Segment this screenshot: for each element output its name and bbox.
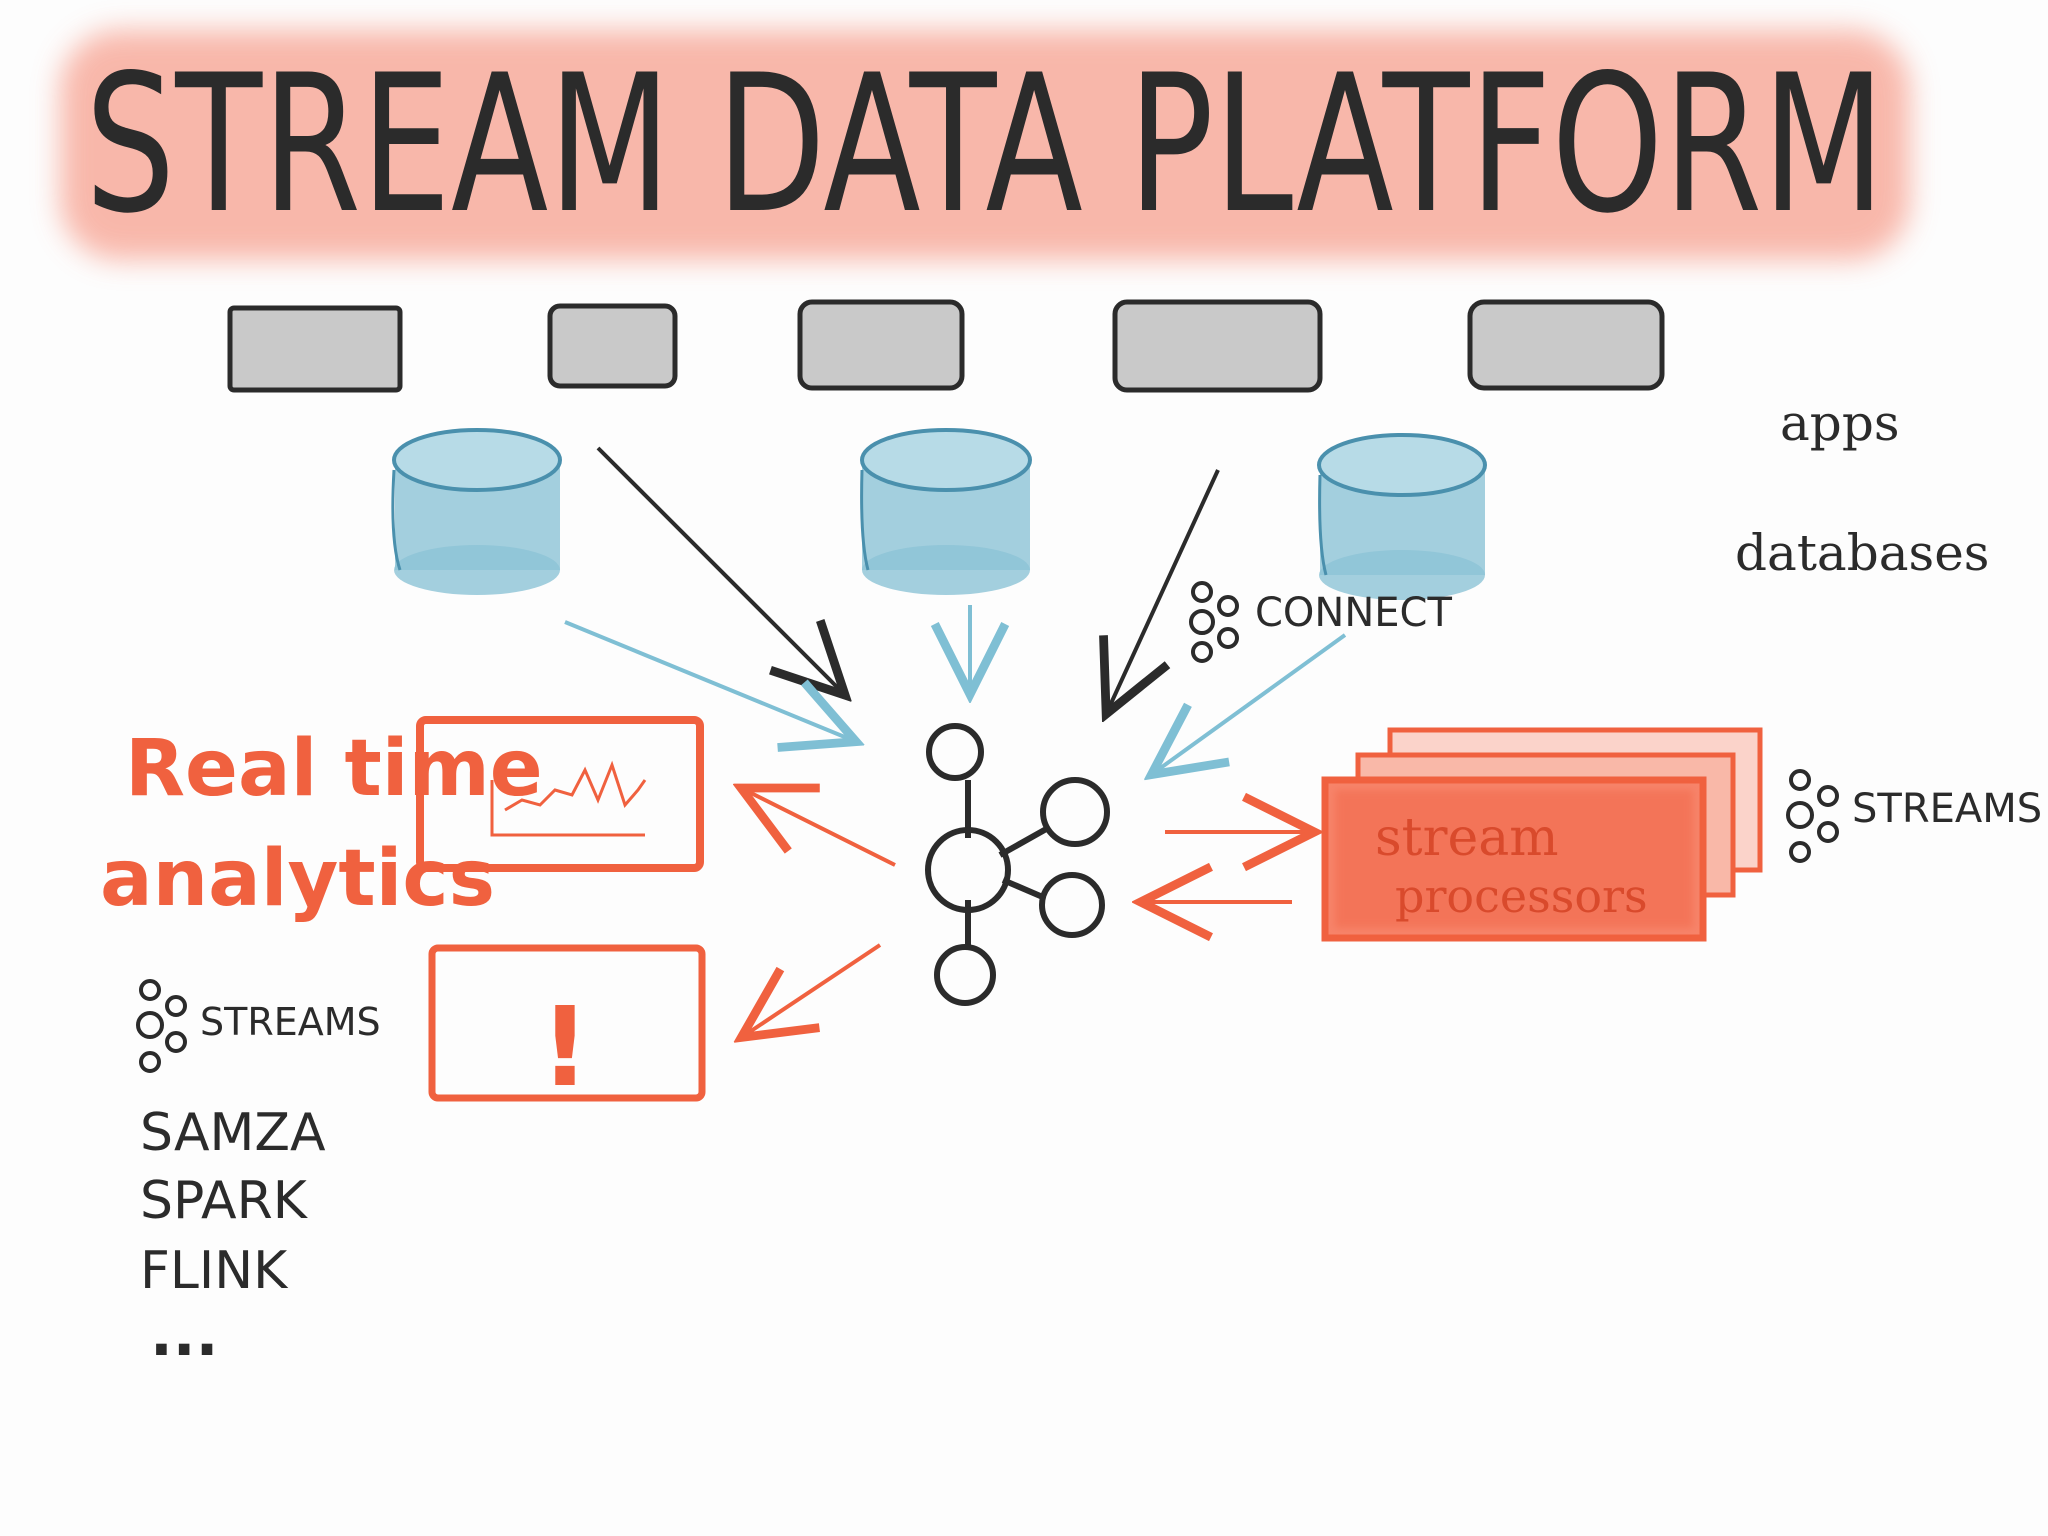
app-box-icon: [227, 305, 403, 393]
databases-label: databases: [1735, 524, 1989, 582]
processors-label-line1: stream: [1375, 808, 1559, 868]
streams-label-right: STREAMS: [1852, 786, 2042, 832]
kafka-cluster-icon: [925, 723, 1110, 1006]
realtime-label-line2: analytics: [100, 834, 495, 924]
frameworks-list: SAMZA SPARK FLINK ...: [140, 1103, 326, 1370]
dashboard-panel: [416, 716, 704, 872]
arrow-app-to-broker: [1108, 469, 1220, 710]
connect-label: CONNECT: [1255, 590, 1452, 636]
title-background: [60, 30, 1910, 260]
kafka-logo-icon: [136, 979, 187, 1073]
database-cylinder-icon: [391, 428, 562, 595]
app-box-icon: [1467, 299, 1665, 391]
framework-item: SAMZA: [140, 1103, 326, 1163]
framework-item: ...: [150, 1300, 218, 1370]
app-box-icon: [1112, 299, 1323, 393]
framework-item: FLINK: [140, 1241, 289, 1301]
arrow-connect-to-broker: [1155, 633, 1347, 772]
database-cylinder-icon: [1317, 433, 1487, 600]
app-box-icon: [547, 303, 678, 389]
egress-arrows: [745, 790, 1310, 1035]
app-box-icon: [797, 299, 965, 391]
chart-line: [504, 760, 647, 812]
processors-label-line2: processors: [1395, 869, 1648, 923]
apps-label: apps: [1780, 394, 1899, 452]
ingest-arrows: [564, 446, 1347, 772]
arrow-app-to-broker: [596, 446, 842, 692]
kafka-logo-icon: [1189, 581, 1239, 663]
arrow-broker-to-alert: [745, 943, 882, 1035]
alert-mark: !: [540, 983, 590, 1111]
apps-row: [227, 299, 1665, 393]
databases-row: [391, 428, 1487, 600]
arrow-db-to-broker: [564, 620, 852, 740]
page-title: STREAM DATA PLATFORM: [85, 34, 1885, 255]
realtime-label-line1: Real time: [125, 724, 543, 814]
framework-item: SPARK: [140, 1171, 309, 1231]
stream-processors-stack: stream processors: [1321, 727, 1763, 942]
arrow-broker-to-dashboard: [745, 790, 896, 867]
chart-sparkline: [490, 780, 645, 837]
alert-panel: !: [428, 944, 706, 1111]
streams-label-left: STREAMS: [200, 1000, 381, 1044]
database-cylinder-icon: [860, 428, 1032, 595]
kafka-logo-icon: [1786, 769, 1839, 863]
